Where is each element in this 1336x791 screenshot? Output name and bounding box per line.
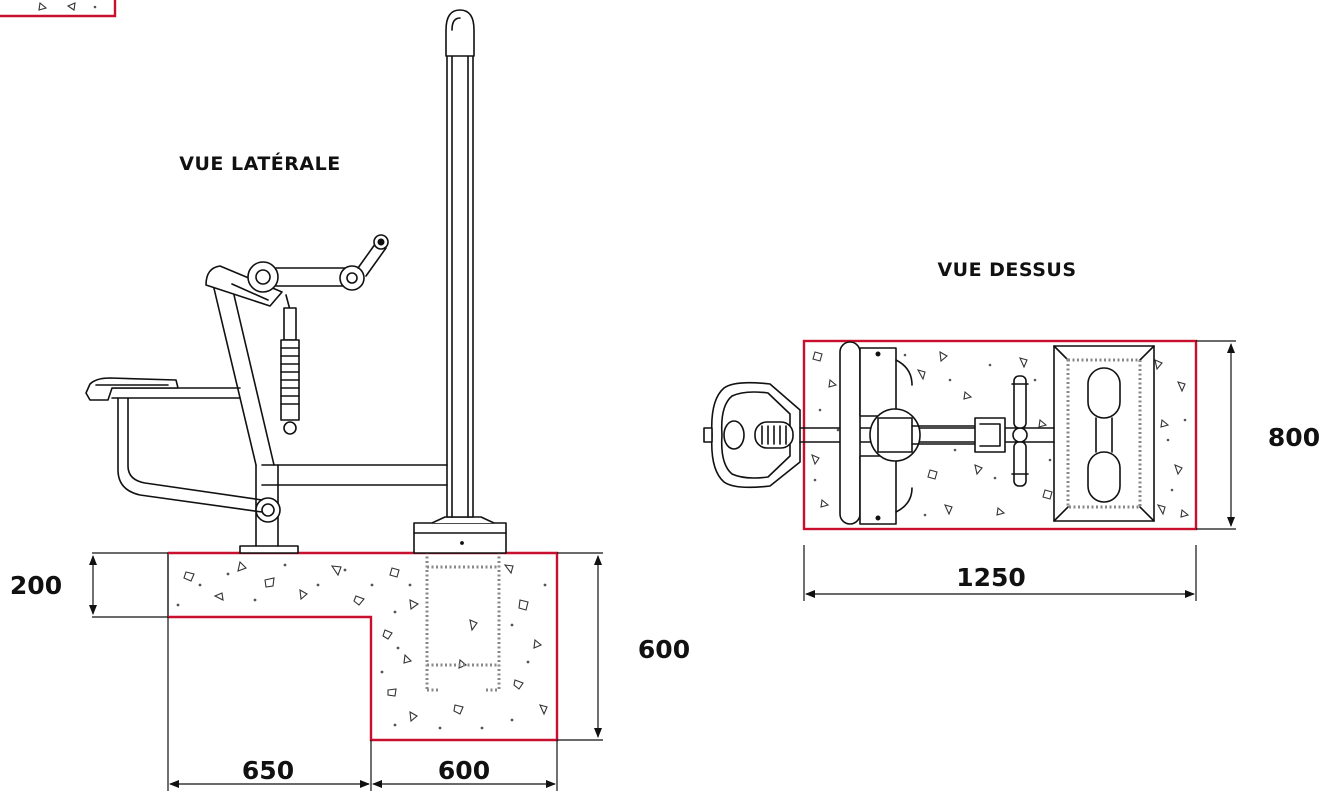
dim-top-1250: 1250 [803,545,1197,601]
side-view: VUE LATÉRALE [10,9,690,791]
top-concrete-specks [811,350,1190,518]
dim-side-bottom: 650 600 [167,617,558,791]
side-seat-support [85,377,263,513]
corner-fragment [0,0,117,18]
top-handle [1011,375,1029,487]
dim-label-1250: 1250 [956,563,1026,592]
dim-label-800: 800 [1268,423,1320,452]
side-view-title: VUE LATÉRALE [179,152,340,175]
side-post [413,9,507,554]
dim-label-200: 200 [10,571,62,600]
side-backrest [205,265,283,466]
top-seat [703,381,801,489]
top-view-title: VUE DESSUS [937,259,1076,281]
side-base-column [239,464,299,554]
dim-label-600-vertical: 600 [638,635,690,664]
side-connecting-bar [261,464,448,486]
side-gas-spring [280,294,300,435]
dim-side-200: 200 [10,552,168,618]
top-anchor-plate [1053,345,1155,522]
dim-side-600-vertical: 600 [557,552,690,741]
top-view: VUE DESSUS [703,259,1320,601]
side-arm-mechanism [247,234,389,293]
dim-top-800: 800 [1196,340,1320,530]
dim-label-650: 650 [242,756,294,785]
dim-label-600-horizontal: 600 [438,756,490,785]
top-side-bars [839,341,913,525]
top-pivot [869,408,1006,462]
side-anchor-cage [425,543,501,692]
